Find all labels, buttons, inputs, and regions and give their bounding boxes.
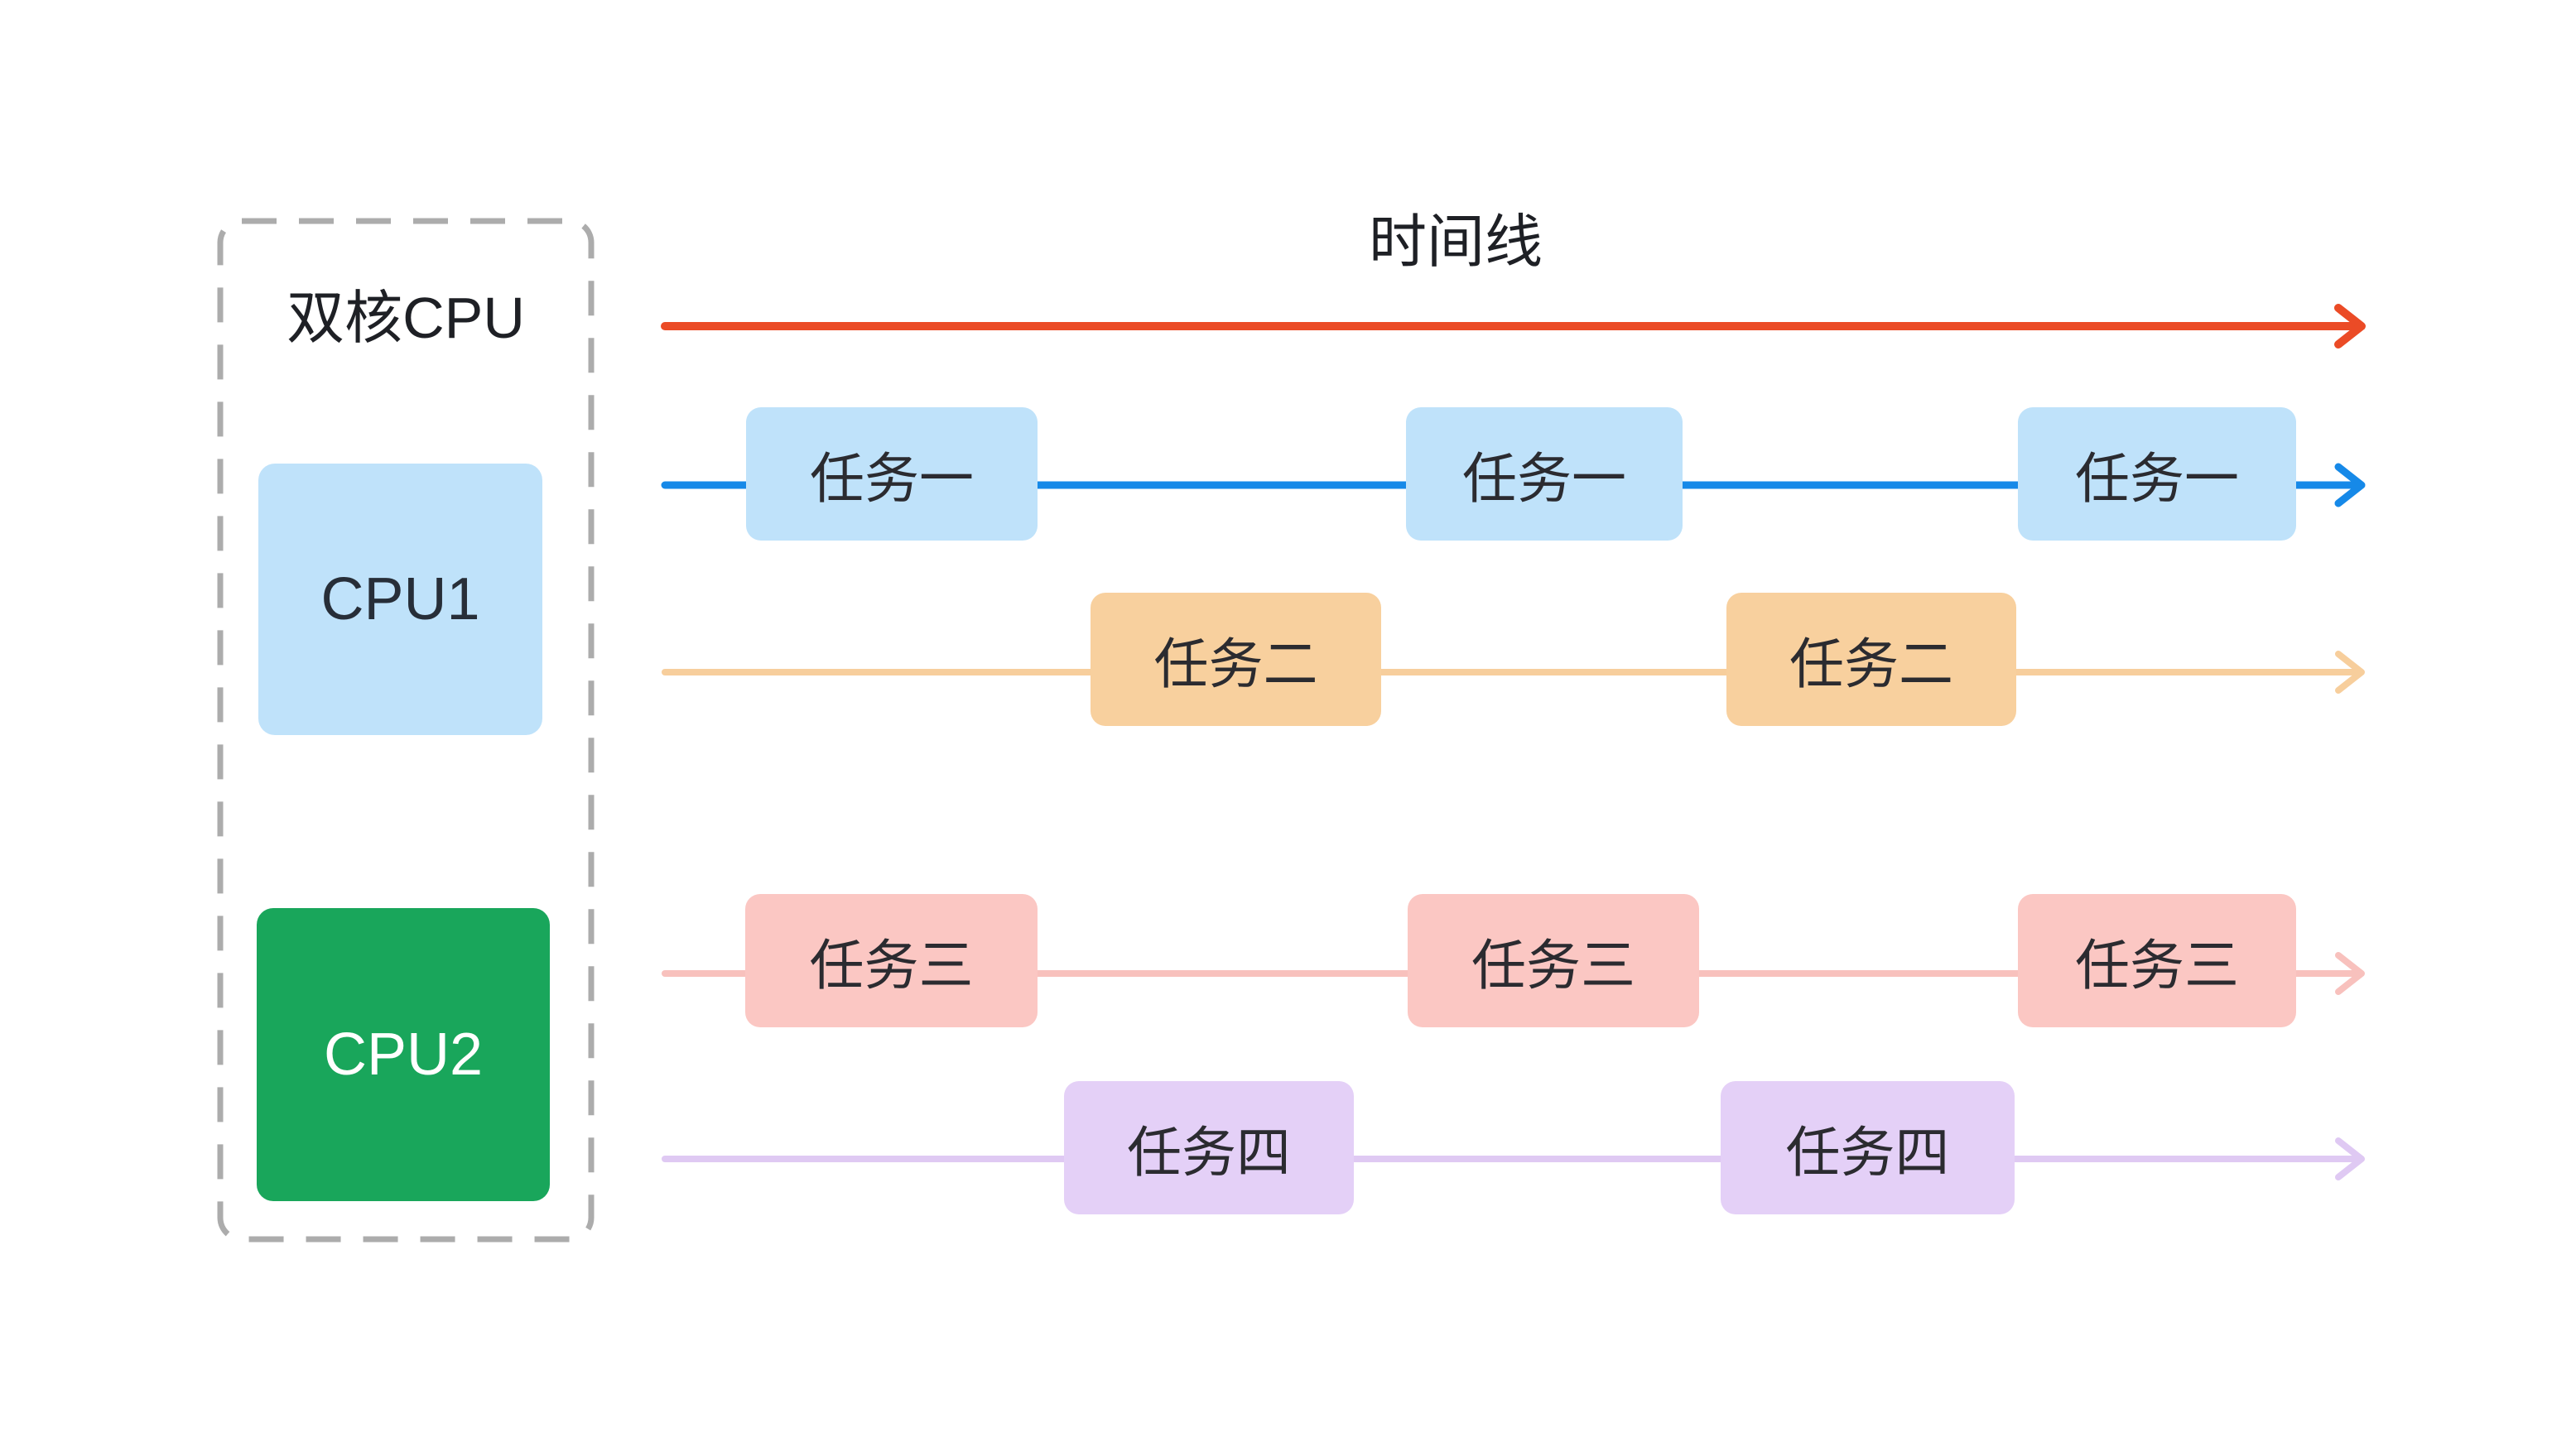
task1-box-3: 任务一 [2018, 407, 2296, 541]
task4-box-1: 任务四 [1064, 1081, 1354, 1214]
timeline-title: 时间线 [1369, 209, 1543, 274]
timeline-axis [661, 304, 2366, 349]
task4-arrowhead-icon [2335, 1137, 2365, 1180]
cpu-panel-title: 双核CPU [286, 286, 525, 350]
timeline-arrowhead-icon [2334, 304, 2366, 349]
cpu1-box: CPU1 [258, 464, 542, 735]
task3-arrowhead-icon [2335, 952, 2365, 995]
task2-lane-line [662, 651, 2365, 694]
task1-box-2: 任务一 [1406, 407, 1683, 541]
task1-arrowhead-icon [2334, 463, 2366, 507]
cpu1-label: CPU1 [320, 566, 480, 632]
task4-lane-line [662, 1137, 2365, 1180]
task2-box-2: 任务二 [1726, 593, 2016, 726]
task3-box-3: 任务三 [2018, 894, 2296, 1027]
task4-box-2: 任务四 [1721, 1081, 2015, 1214]
task2-arrowhead-icon [2335, 651, 2365, 694]
task3-box-2: 任务三 [1408, 894, 1699, 1027]
cpu2-label: CPU2 [323, 1022, 484, 1088]
task1-box-1: 任务一 [746, 407, 1038, 541]
task3-box-1: 任务三 [745, 894, 1038, 1027]
task2-box-1: 任务二 [1091, 593, 1381, 726]
cpu2-box: CPU2 [257, 908, 550, 1201]
